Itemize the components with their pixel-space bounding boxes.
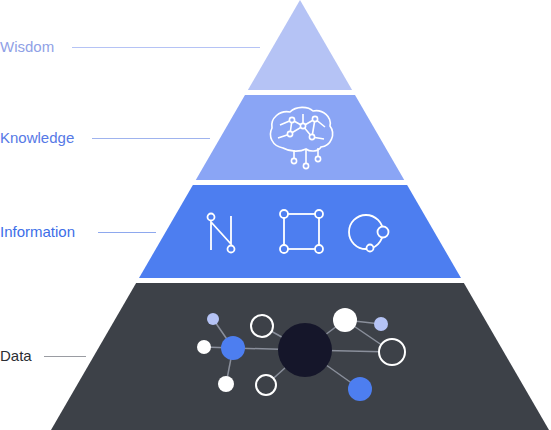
- pyramid-band: Data: [0, 283, 551, 430]
- band-shape: [0, 185, 551, 278]
- band-fill: [139, 185, 461, 278]
- leader-line: [92, 138, 210, 139]
- level-label: Knowledge: [0, 129, 74, 147]
- band-shape: [0, 283, 551, 430]
- leader-line: [98, 232, 156, 233]
- pyramid-band: Wisdom: [0, 0, 551, 90]
- network-icon: [197, 308, 405, 401]
- band-fill: [51, 283, 549, 430]
- leader-line: [44, 356, 86, 357]
- leader-line: [72, 47, 260, 48]
- band-shape: [0, 95, 551, 180]
- level-label: Data: [0, 347, 32, 365]
- band-fill: [196, 95, 404, 180]
- band-shape: [0, 0, 551, 90]
- information-icons: [208, 210, 389, 253]
- pyramid-band: Information: [0, 185, 551, 278]
- level-label: Wisdom: [0, 38, 54, 56]
- brain-icon: [270, 107, 332, 168]
- level-label: Information: [0, 223, 75, 241]
- band-fill: [248, 0, 352, 90]
- pyramid-band: Knowledge: [0, 95, 551, 180]
